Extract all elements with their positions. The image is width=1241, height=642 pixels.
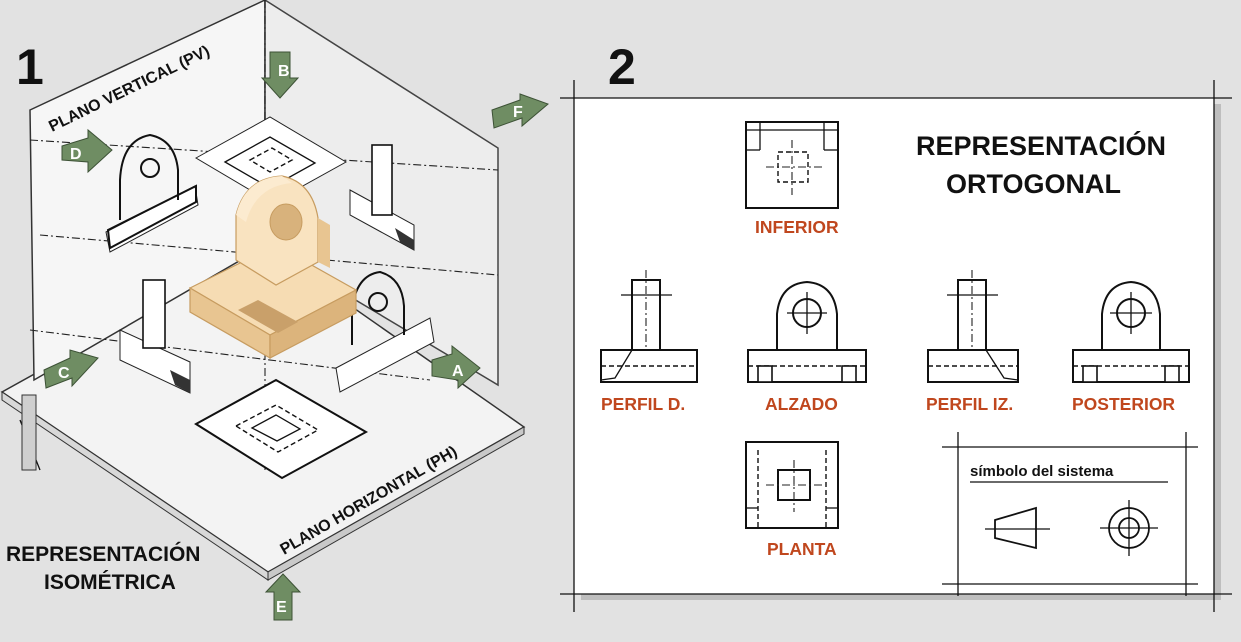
symbol-cone xyxy=(994,506,1037,550)
left-projection-plate xyxy=(106,184,197,250)
label-alzado: ALZADO xyxy=(765,394,838,414)
symbol-title: símbolo del sistema xyxy=(970,463,1114,480)
left-projection-hole xyxy=(140,158,160,178)
arrow-e: E xyxy=(264,573,302,621)
sheet xyxy=(574,98,1214,594)
arrow-e-label: E xyxy=(276,599,287,616)
view-perfil-d xyxy=(600,270,698,383)
axis-line-a xyxy=(29,139,499,171)
view-inferior xyxy=(745,121,839,209)
isometric-solid xyxy=(188,175,358,360)
isometric-title-line2: ISOMÉTRICA xyxy=(44,571,176,594)
label-perfil-d: PERFIL D. xyxy=(601,394,685,414)
lowerright-projection-base xyxy=(335,317,435,393)
arrow-f-label: F xyxy=(513,104,523,121)
arrow-b-label: B xyxy=(278,63,290,80)
right-projection-stem xyxy=(371,144,393,216)
right-projection-shade xyxy=(395,228,414,250)
orthogonal-title-line1: REPRESENTACIÓN xyxy=(916,130,1166,161)
orthogonal-panel: 2 REPRESENTACIÓN ORTOGONAL INFERIOR xyxy=(560,39,1232,612)
arrow-a: A xyxy=(431,344,481,390)
isometric-panel: 1 PLANO VERTICAL (PV) PLANO HORIZONTAL (… xyxy=(0,0,549,621)
lowerleft-projection-shade xyxy=(170,370,190,393)
floor-projection-inner xyxy=(250,414,302,442)
horizontal-plane-edge-right xyxy=(267,426,525,581)
top-projection-outline xyxy=(223,136,317,189)
arrow-d: D xyxy=(61,128,113,174)
view-alzado xyxy=(747,280,867,383)
top-projection-sheet xyxy=(194,116,348,204)
axis-line-c xyxy=(29,329,431,381)
label-perfil-iz: PERFIL IZ. xyxy=(926,394,1013,414)
arrow-a-label: A xyxy=(452,363,464,380)
isometric-title-line1: REPRESENTACIÓN xyxy=(6,542,200,566)
system-symbol: símbolo del sistema xyxy=(942,432,1198,596)
orthogonal-title-line2: ORTOGONAL xyxy=(946,169,1121,199)
floor-projection-hidden xyxy=(234,404,320,453)
panel-number-1: 1 xyxy=(16,39,44,95)
lowerleft-projection-stem xyxy=(142,279,166,349)
plane-post xyxy=(21,394,37,471)
floor-projection xyxy=(194,378,369,480)
arrow-c: C xyxy=(43,349,99,389)
view-planta xyxy=(745,441,839,529)
label-posterior: POSTERIOR xyxy=(1072,394,1175,414)
label-planta: PLANTA xyxy=(767,539,837,559)
arrow-d-label: D xyxy=(70,146,82,163)
arrow-f: F xyxy=(491,93,549,129)
arrow-c-label: C xyxy=(58,365,70,382)
lowerright-projection-hole xyxy=(368,292,388,312)
view-perfil-iz xyxy=(927,270,1019,383)
top-projection-hidden xyxy=(248,147,294,173)
panel-number-2: 2 xyxy=(608,39,636,95)
view-posterior xyxy=(1072,280,1190,383)
label-inferior: INFERIOR xyxy=(755,217,839,237)
left-projection-ear xyxy=(119,133,179,220)
arrow-b: B xyxy=(260,51,300,99)
